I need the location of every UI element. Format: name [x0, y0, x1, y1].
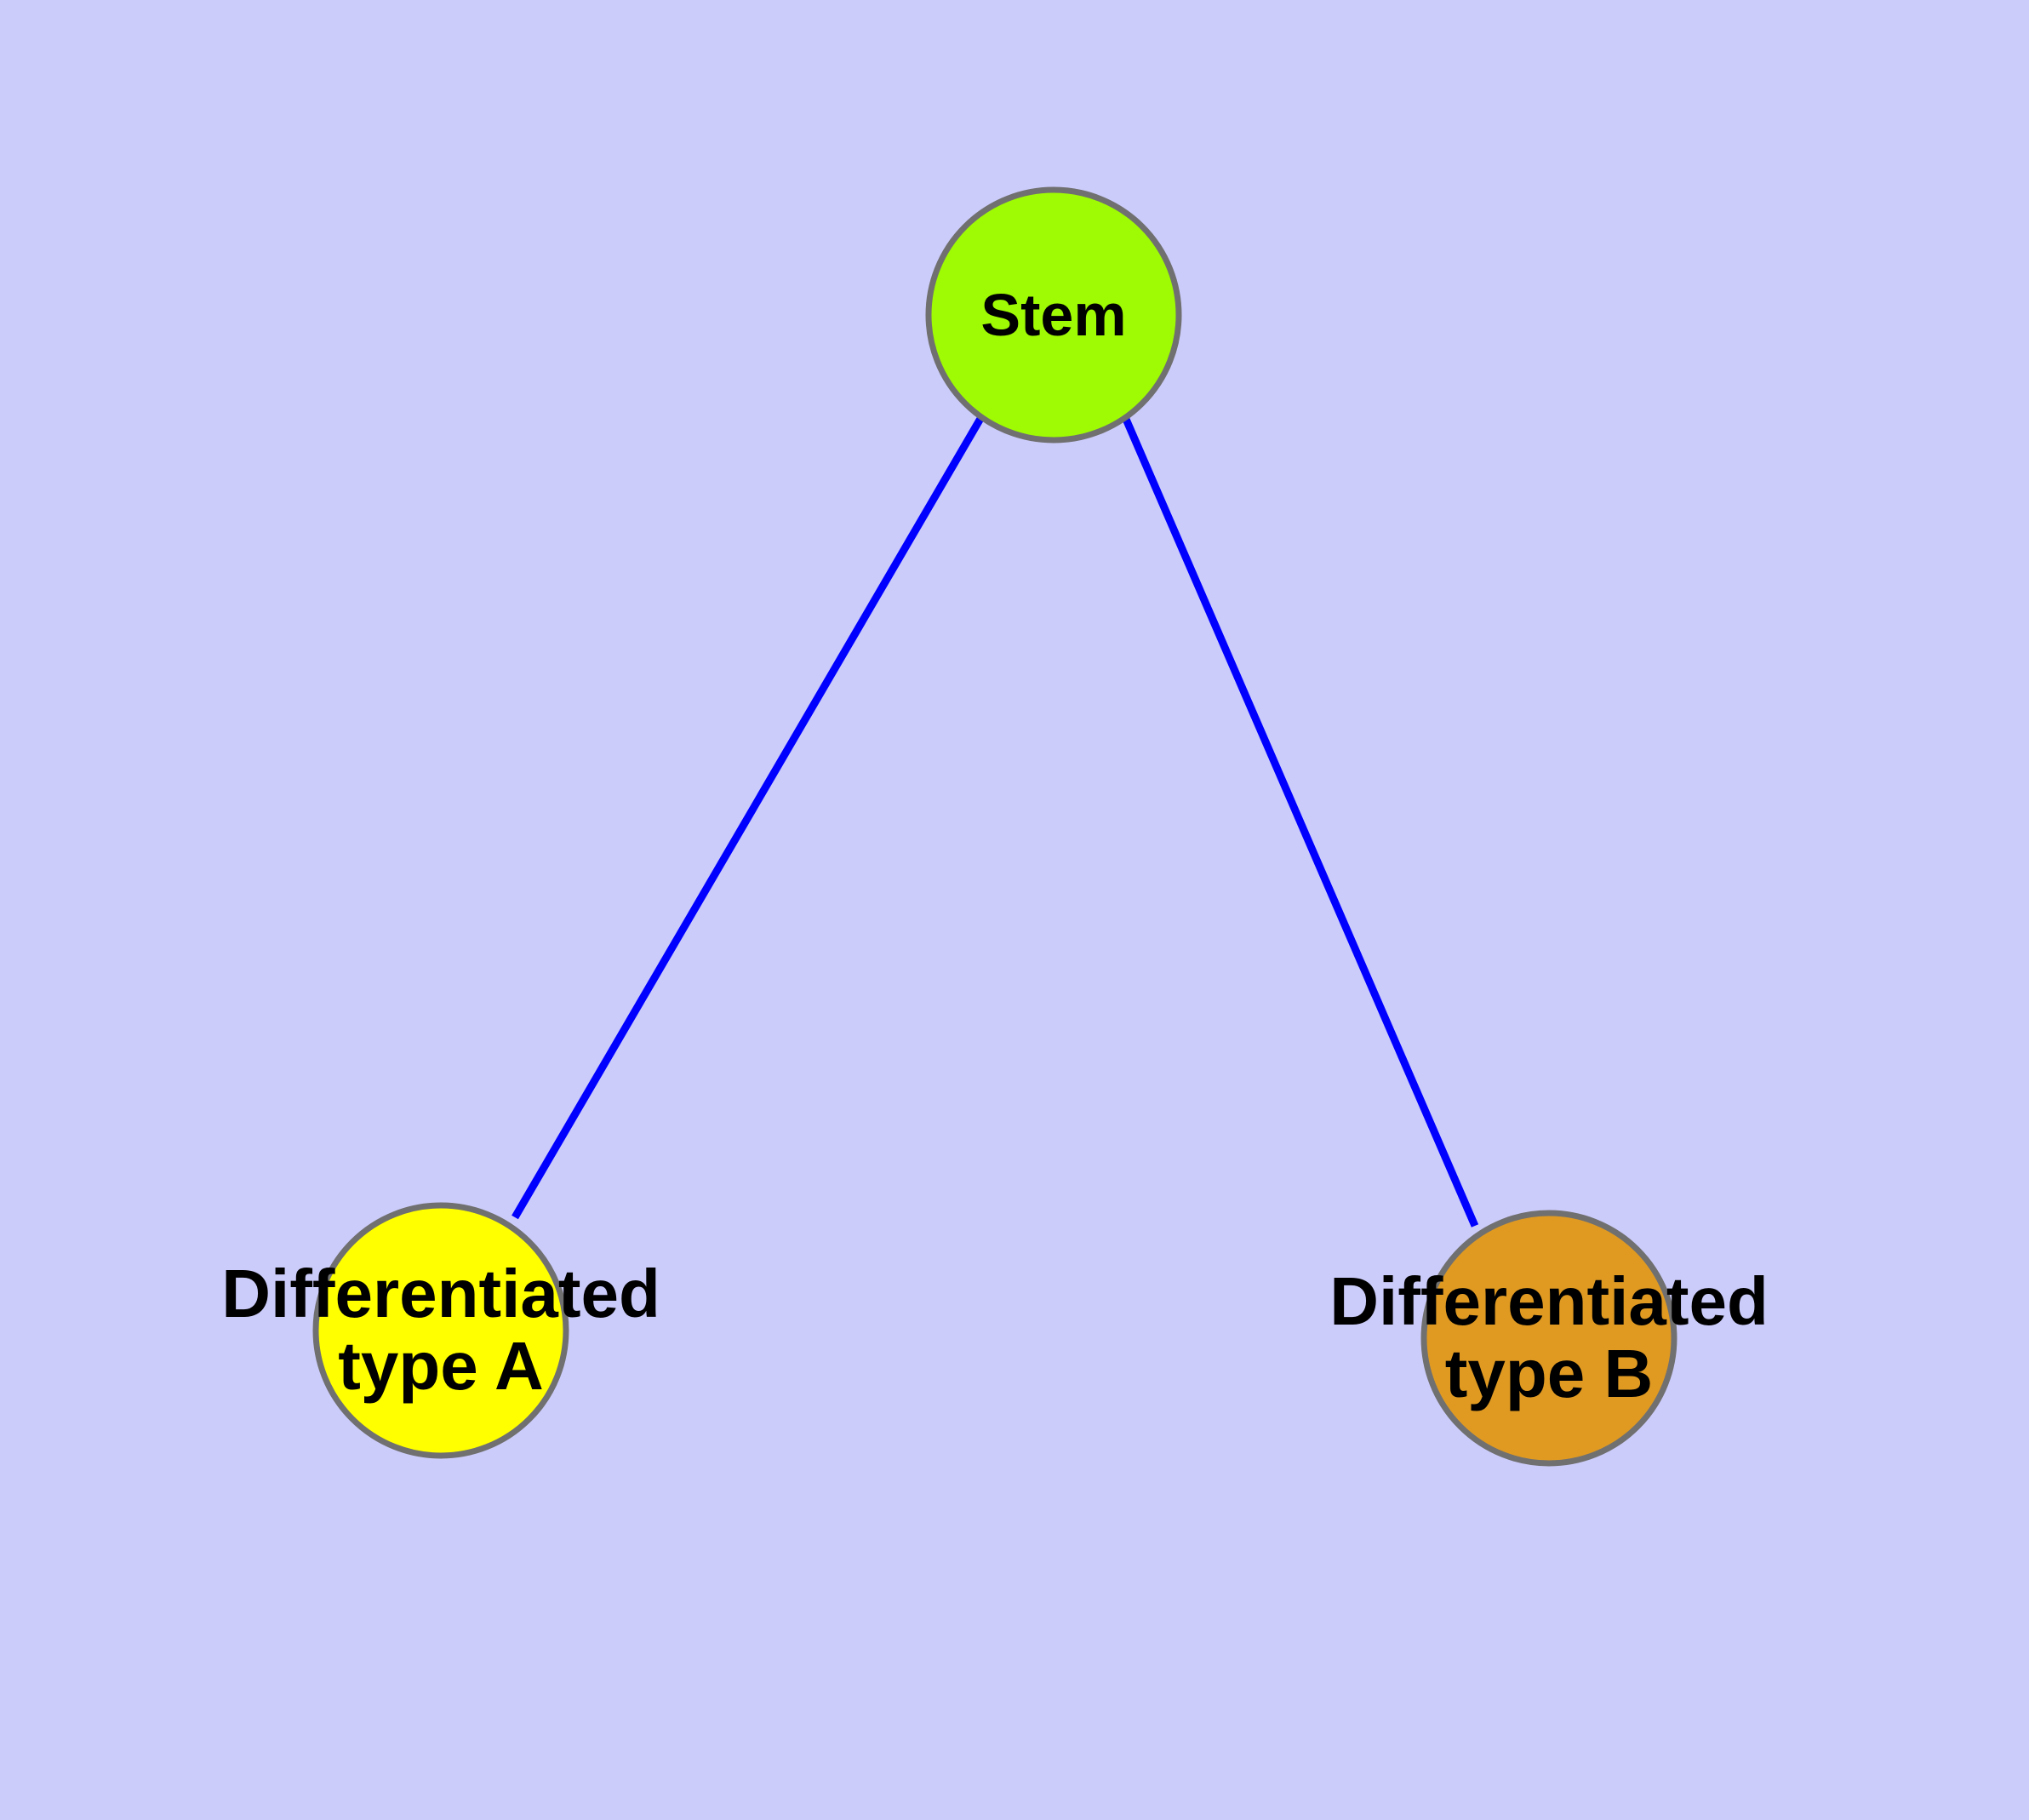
- node-layer: [312, 186, 1677, 1467]
- node-stem[interactable]: [925, 186, 1182, 444]
- edge-layer: [512, 415, 1479, 1228]
- edge-stem-to-differentiated-type-b[interactable]: [1121, 415, 1479, 1228]
- node-differentiated-type-a[interactable]: [312, 1202, 569, 1459]
- edge-stem-to-differentiated-type-a[interactable]: [512, 415, 985, 1220]
- node-differentiated-type-b[interactable]: [1420, 1210, 1677, 1467]
